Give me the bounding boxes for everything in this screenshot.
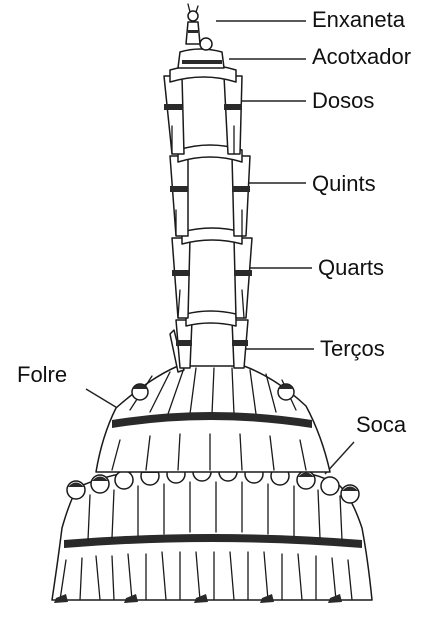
tower-quarts — [172, 228, 252, 318]
label-dosos: Dosos — [312, 88, 374, 113]
tower-quints — [170, 145, 250, 236]
label-quarts: Quarts — [318, 255, 384, 280]
label-folre: Folre — [17, 362, 67, 387]
label-soca: Soca — [356, 412, 407, 437]
tower-dosos — [164, 65, 242, 154]
label-tercos: Terços — [320, 336, 385, 361]
label-quints: Quints — [312, 171, 376, 196]
pinya-crowd — [52, 463, 372, 603]
tower-tercos — [170, 311, 248, 372]
label-acotxador: Acotxador — [312, 44, 411, 69]
label-enxaneta: Enxaneta — [312, 7, 406, 32]
folre-layer — [96, 366, 330, 472]
tower-acotxador — [178, 38, 224, 68]
tower-enxaneta — [186, 4, 200, 44]
